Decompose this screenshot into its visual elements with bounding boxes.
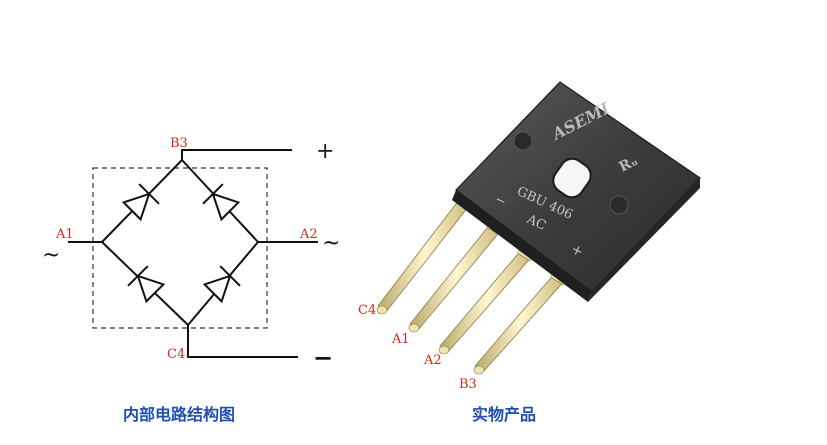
ac-symbol-right: ~	[322, 231, 340, 256]
label-a1: A1	[55, 227, 74, 242]
pin-b3	[473, 267, 570, 375]
product-image: ASEMI Rᵤ GBU 406 AC − + C4 A1 A2 B3	[358, 81, 701, 392]
pin-label-c4: C4	[358, 303, 376, 318]
mounting-hole	[552, 157, 592, 199]
ac-symbol-left: ~	[42, 243, 60, 268]
minus-symbol: −	[313, 343, 333, 372]
diode-d2	[202, 183, 241, 222]
plus-lead	[181, 149, 292, 152]
pin-a2	[438, 243, 537, 355]
schematic-caption: 内部电路结构图	[123, 405, 235, 424]
diode-d1	[121, 183, 160, 222]
label-a2: A2	[299, 227, 318, 242]
cert-mark: Rᵤ	[617, 153, 641, 176]
pin-label-a1: A1	[391, 332, 410, 347]
component-body: ASEMI Rᵤ GBU 406 AC − +	[452, 81, 701, 302]
label-c4: C4	[167, 347, 185, 362]
minus-lead	[187, 325, 298, 358]
product-caption: 实物产品	[472, 405, 536, 424]
pin-a1	[408, 217, 506, 333]
label-b3: B3	[170, 136, 188, 151]
diode-d4	[202, 265, 241, 304]
pin-label-b3: B3	[459, 377, 477, 392]
pin-label-a2: A2	[423, 353, 442, 368]
dimple-left	[513, 131, 533, 151]
circuit-schematic	[68, 149, 318, 358]
pin-c4	[376, 191, 476, 315]
plus-symbol: +	[316, 139, 334, 164]
diode-d3	[127, 265, 166, 304]
package-outline	[92, 167, 268, 329]
dimple-right	[609, 195, 629, 215]
